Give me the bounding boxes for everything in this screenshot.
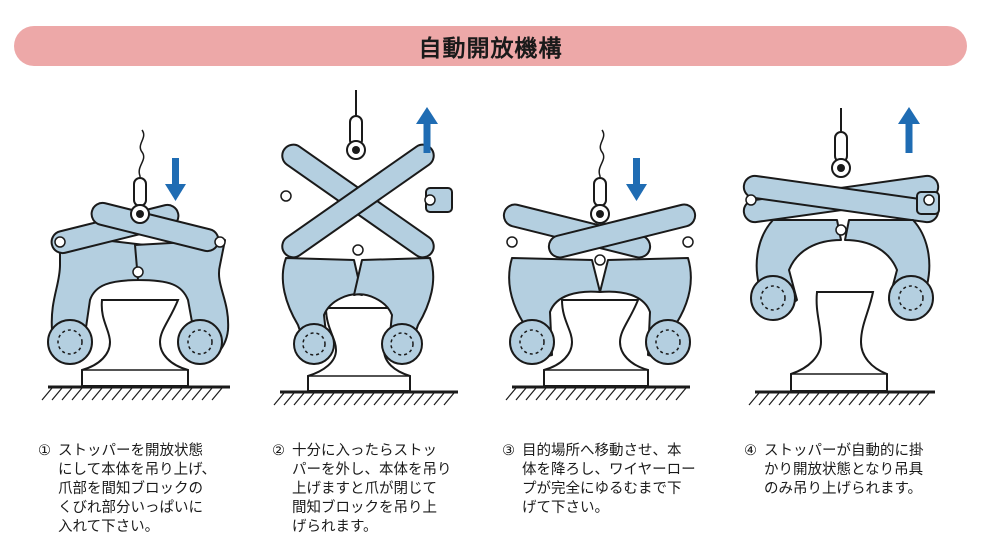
step-number: ④ <box>744 443 757 459</box>
shackle <box>593 177 607 207</box>
step-number: ① <box>38 443 51 459</box>
shackle <box>834 131 848 163</box>
block-stone <box>81 299 189 387</box>
page-title: 自動開放機構 <box>418 36 563 62</box>
clamp-body <box>47 201 230 365</box>
wire-rope <box>598 129 605 180</box>
title-banner: 自動開放機構 <box>14 26 967 66</box>
ground-hatching <box>748 390 935 406</box>
stage-2-illustration <box>258 80 498 415</box>
up-arrow-icon <box>416 107 438 153</box>
stage-3-illustration <box>492 80 732 415</box>
ground-hatching <box>505 385 690 401</box>
step-number: ② <box>272 443 285 459</box>
up-arrow-icon <box>898 107 920 153</box>
down-arrow-icon <box>165 158 186 201</box>
ground-hatching <box>273 390 458 406</box>
ground-hatching <box>41 385 230 401</box>
stage-4-illustration <box>737 80 977 415</box>
block-stone <box>790 291 888 392</box>
stage-1-illustration <box>20 80 260 415</box>
down-arrow-icon <box>626 158 647 201</box>
step-number: ③ <box>502 443 515 459</box>
shackle <box>133 177 147 207</box>
clamp-body <box>281 143 453 365</box>
wire-rope <box>138 129 145 180</box>
block-stone <box>543 299 649 387</box>
clamp-body <box>502 203 697 365</box>
clamp-body <box>742 174 940 321</box>
